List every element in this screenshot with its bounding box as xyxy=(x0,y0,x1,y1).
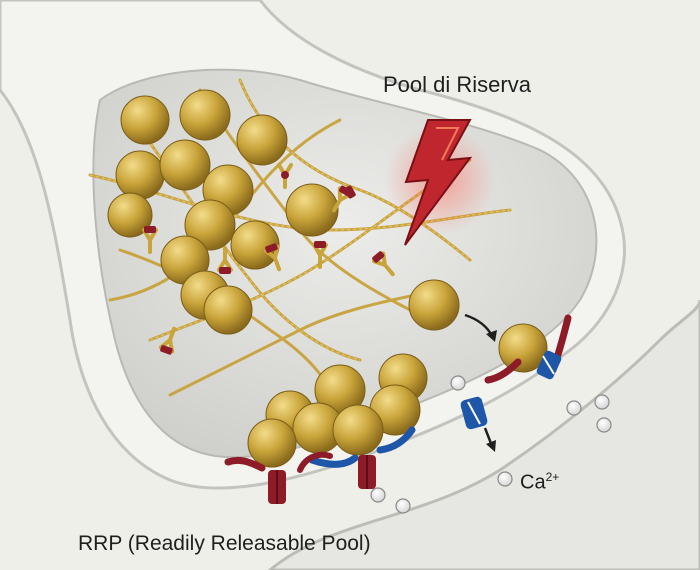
synapsin-linkers xyxy=(142,163,395,355)
calcium-ions xyxy=(370,375,612,514)
calcium-ion xyxy=(566,400,582,416)
vesicle xyxy=(247,418,297,468)
calcium-charge: 2+ xyxy=(545,470,560,484)
reserve-pool-vesicles xyxy=(107,89,460,335)
vesicle xyxy=(203,285,253,335)
calcium-label: Ca2+ xyxy=(520,470,559,495)
vesicle xyxy=(159,139,211,191)
vesicle xyxy=(230,220,280,270)
reserve-pool-label: Pool di Riserva xyxy=(383,72,531,97)
active-zone-proteins xyxy=(224,426,416,504)
calcium-ion-legend xyxy=(497,471,513,487)
vesicle xyxy=(107,192,153,238)
calcium-ion xyxy=(370,487,386,503)
calcium-channel xyxy=(460,396,496,452)
arrow-icon xyxy=(464,313,497,342)
calcium-symbol: Ca xyxy=(520,471,546,494)
lightning-icon xyxy=(385,119,495,246)
vesicle xyxy=(184,199,236,251)
calcium-ion xyxy=(450,375,466,391)
rrp-label: RRP (Readily Releasable Pool) xyxy=(78,532,371,555)
calcium-ion xyxy=(395,498,411,514)
vesicle xyxy=(285,183,339,237)
postsynaptic-cell xyxy=(267,299,700,570)
vesicle xyxy=(332,404,384,456)
vesicle xyxy=(115,150,165,200)
vesicle xyxy=(179,89,231,141)
rrp-vesicles xyxy=(247,353,428,468)
vesicle xyxy=(120,95,170,145)
calcium-ion xyxy=(596,417,612,433)
vesicle xyxy=(236,114,288,166)
calcium-ion xyxy=(594,394,610,410)
docking-vesicle xyxy=(484,314,572,384)
vesicle-free xyxy=(408,279,460,331)
